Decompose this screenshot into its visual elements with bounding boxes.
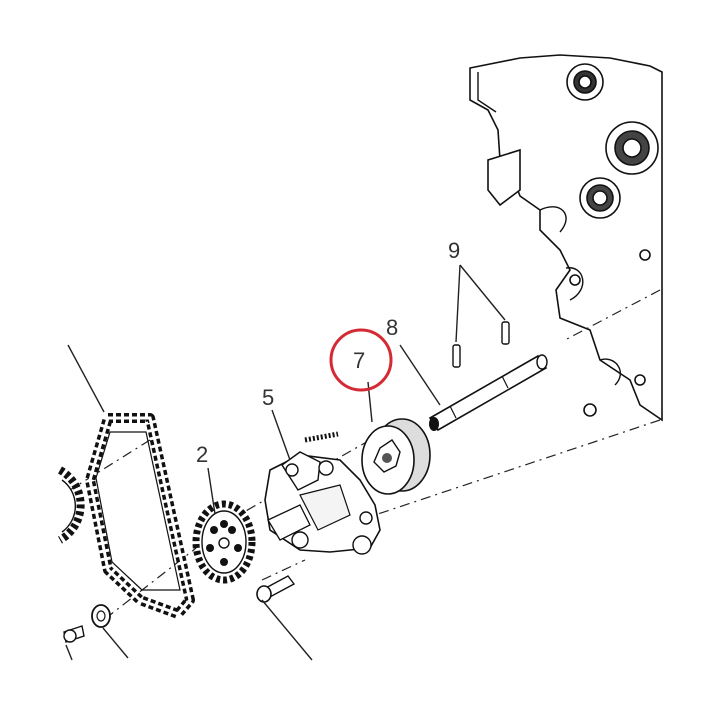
callout-2: 2 [196, 442, 208, 467]
pump-mounting-bolt [256, 575, 296, 603]
pump-shaft [428, 354, 548, 432]
pump-housing [264, 431, 381, 555]
bearing-middle [605, 121, 659, 175]
assembly-axis-lines [69, 289, 661, 616]
bearing-lower [579, 177, 621, 219]
crank-sprocket-partial [57, 466, 85, 544]
callout-7: 7 [353, 348, 365, 373]
bearing-upper [566, 63, 604, 101]
callout-5: 5 [262, 385, 274, 410]
crankcase-housing [469, 54, 663, 422]
callout-8: 8 [386, 315, 398, 340]
callout-7-highlight-ring [329, 328, 393, 392]
dowel-pins [452, 321, 510, 368]
pump-rotor [361, 418, 431, 495]
drive-chain [85, 413, 195, 619]
sprocket-gear [192, 500, 256, 584]
sprocket-bolt-and-washer [63, 604, 111, 643]
callout-9: 9 [448, 238, 460, 263]
